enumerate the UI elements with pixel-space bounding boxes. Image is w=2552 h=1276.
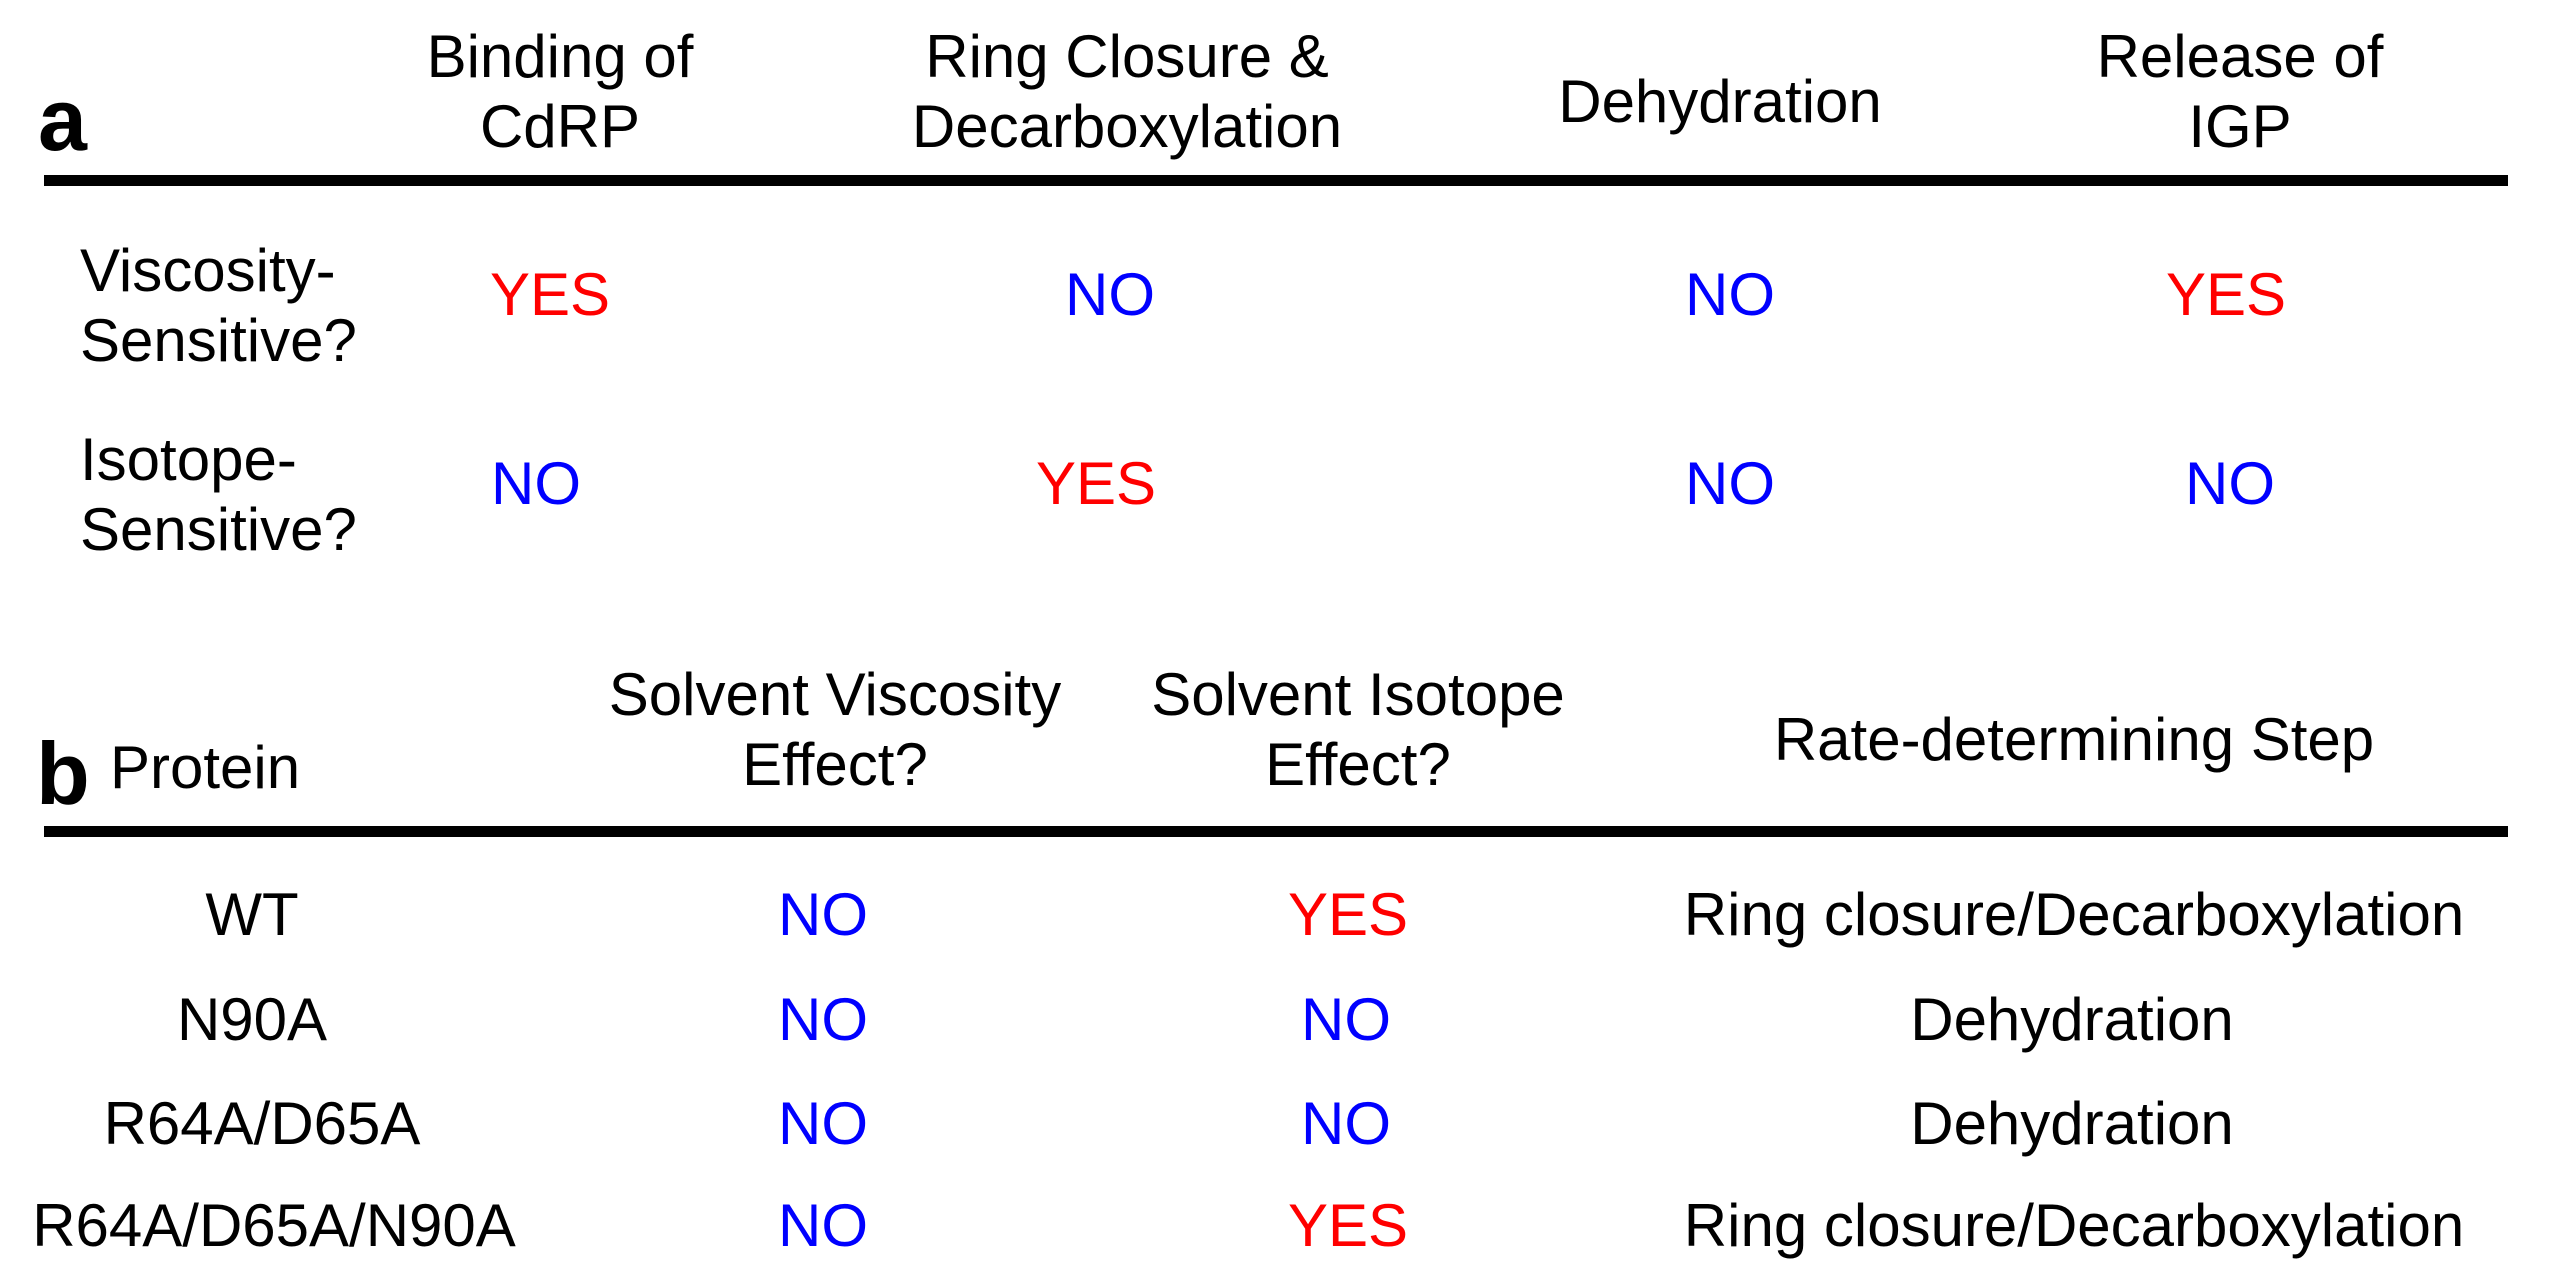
- column-header-line: IGP: [2188, 93, 2292, 160]
- column-header-line: Solvent Isotope: [1151, 661, 1565, 728]
- row-label-line: Isotope-: [80, 426, 297, 493]
- cell-r64a-d65a-n90a-viscosity: NO: [778, 1192, 868, 1259]
- column-header-protein: Protein: [110, 734, 301, 801]
- cell-isotope-release: NO: [2185, 450, 2275, 517]
- cell-r64a-d65a-viscosity: NO: [778, 1090, 868, 1157]
- cell-n90a-viscosity: NO: [778, 986, 868, 1053]
- row-label-line: Sensitive?: [80, 307, 357, 374]
- column-header-line: CdRP: [479, 93, 641, 160]
- panel-a-header-rule: [44, 175, 2508, 186]
- cell-viscosity-ring-closure: NO: [1065, 261, 1155, 328]
- column-header-rate-determining-step: Rate-determining Step: [1773, 706, 2375, 773]
- cell-wt-isotope: YES: [1287, 881, 1409, 948]
- panel-b-letter: b: [36, 724, 90, 823]
- protein-wt: WT: [205, 881, 299, 948]
- cell-wt-step: Ring closure/Decarboxylation: [1683, 881, 2465, 948]
- cell-wt-viscosity: NO: [778, 881, 868, 948]
- cell-viscosity-dehydration: NO: [1685, 261, 1775, 328]
- row-label-viscosity-sensitive: Viscosity- Sensitive?: [80, 236, 357, 376]
- column-header-binding: Binding of CdRP: [427, 22, 694, 162]
- cell-r64a-d65a-n90a-isotope: YES: [1287, 1192, 1409, 1259]
- column-header-release: Release of IGP: [2097, 22, 2384, 162]
- row-label-line: Viscosity-: [80, 237, 336, 304]
- cell-n90a-step: Dehydration: [1910, 986, 2234, 1053]
- protein-r64a-d65a-n90a: R64A/D65A/N90A: [32, 1192, 516, 1259]
- cell-r64a-d65a-step: Dehydration: [1910, 1090, 2234, 1157]
- column-header-line: Release of: [2096, 23, 2384, 90]
- row-label-line: Sensitive?: [80, 496, 357, 563]
- column-header-ring-closure: Ring Closure & Decarboxylation: [912, 22, 1342, 162]
- column-header-solvent-viscosity: Solvent Viscosity Effect?: [609, 660, 1061, 800]
- column-header-line: Decarboxylation: [911, 93, 1343, 160]
- panel-a-letter: a: [38, 70, 87, 169]
- cell-viscosity-release: YES: [2165, 261, 2287, 328]
- column-header-dehydration: Dehydration: [1558, 67, 1882, 137]
- cell-n90a-isotope: NO: [1301, 986, 1391, 1053]
- row-label-isotope-sensitive: Isotope- Sensitive?: [80, 425, 357, 565]
- column-header-line: Effect?: [1265, 731, 1451, 798]
- column-header-line: Solvent Viscosity: [608, 661, 1062, 728]
- column-header-line: Effect?: [742, 731, 928, 798]
- cell-r64a-d65a-isotope: NO: [1301, 1090, 1391, 1157]
- cell-isotope-binding: NO: [491, 450, 581, 517]
- cell-isotope-dehydration: NO: [1685, 450, 1775, 517]
- column-header-line: Binding of: [426, 23, 694, 90]
- protein-n90a: N90A: [176, 986, 328, 1053]
- column-header-solvent-isotope: Solvent Isotope Effect?: [1151, 660, 1565, 800]
- cell-viscosity-binding: YES: [489, 261, 611, 328]
- cell-isotope-ring-closure: YES: [1035, 450, 1157, 517]
- protein-r64a-d65a: R64A/D65A: [103, 1090, 421, 1157]
- cell-r64a-d65a-n90a-step: Ring closure/Decarboxylation: [1683, 1192, 2465, 1259]
- column-header-line: Ring Closure &: [925, 23, 1329, 90]
- column-header-line: Dehydration: [1558, 68, 1882, 135]
- panel-b-header-rule: [44, 826, 2508, 837]
